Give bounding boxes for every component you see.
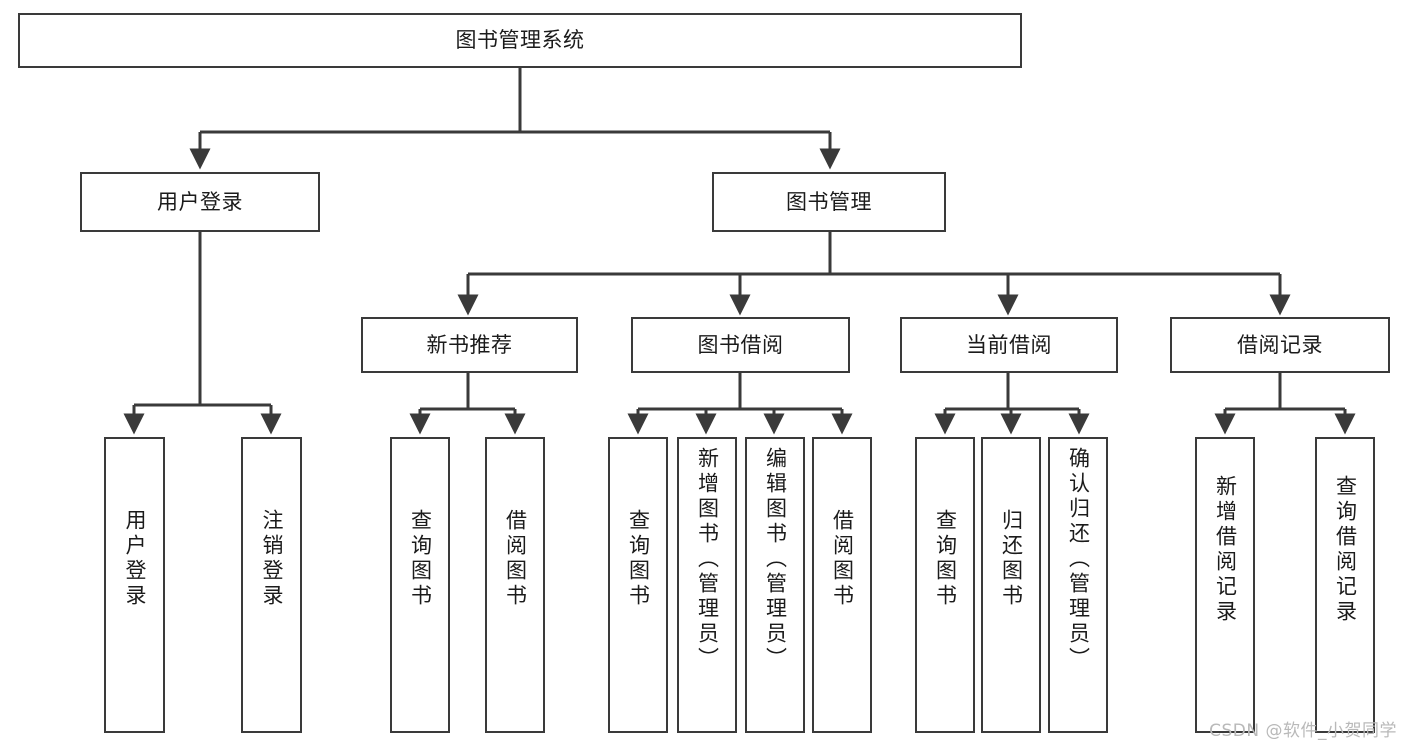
node-user-login[interactable]: 用户登录 — [80, 172, 320, 232]
node-leaf-query-book-1[interactable]: 查询图书 — [390, 437, 450, 733]
node-leaf-query-book-3[interactable]: 查询图书 — [915, 437, 975, 733]
node-leaf-user-login-label: 用户登录 — [123, 509, 147, 609]
node-leaf-query-record[interactable]: 查询借阅记录 — [1315, 437, 1375, 733]
node-leaf-return-book-label: 归还图书 — [999, 509, 1024, 609]
node-leaf-logout-login[interactable]: 注销登录 — [241, 437, 302, 733]
node-leaf-logout-login-label: 注销登录 — [260, 509, 284, 609]
node-leaf-borrow-book-2-label: 借阅图书 — [830, 509, 855, 609]
node-borrow-record-label: 借阅记录 — [1237, 332, 1323, 357]
node-new-book-recommend[interactable]: 新书推荐 — [361, 317, 578, 373]
node-book-manage-label: 图书管理 — [786, 189, 872, 214]
node-leaf-add-book-label: 新增图书（管理员） — [695, 447, 720, 672]
node-leaf-user-login[interactable]: 用户登录 — [104, 437, 165, 733]
node-book-borrow-label: 图书借阅 — [697, 332, 784, 357]
node-current-borrow-label: 当前借阅 — [966, 332, 1052, 357]
node-leaf-borrow-book-1-label: 借阅图书 — [503, 509, 528, 609]
node-leaf-edit-book-label: 编辑图书（管理员） — [763, 447, 788, 672]
node-leaf-confirm-return-label: 确认归还（管理员） — [1066, 447, 1091, 672]
node-leaf-add-record[interactable]: 新增借阅记录 — [1195, 437, 1255, 733]
node-leaf-borrow-book-2[interactable]: 借阅图书 — [812, 437, 872, 733]
node-leaf-add-record-label: 新增借阅记录 — [1213, 475, 1238, 625]
node-book-manage[interactable]: 图书管理 — [712, 172, 946, 232]
node-leaf-confirm-return[interactable]: 确认归还（管理员） — [1048, 437, 1108, 733]
node-leaf-edit-book[interactable]: 编辑图书（管理员） — [745, 437, 805, 733]
node-leaf-borrow-book-1[interactable]: 借阅图书 — [485, 437, 545, 733]
node-root[interactable]: 图书管理系统 — [18, 13, 1022, 68]
node-new-book-recommend-label: 新书推荐 — [426, 332, 513, 357]
node-leaf-query-book-2[interactable]: 查询图书 — [608, 437, 668, 733]
node-user-login-label: 用户登录 — [157, 189, 243, 214]
node-root-label: 图书管理系统 — [455, 28, 585, 53]
node-book-borrow[interactable]: 图书借阅 — [631, 317, 850, 373]
node-leaf-query-book-2-label: 查询图书 — [626, 509, 651, 609]
node-leaf-query-book-1-label: 查询图书 — [408, 509, 433, 609]
node-current-borrow[interactable]: 当前借阅 — [900, 317, 1118, 373]
node-leaf-add-book[interactable]: 新增图书（管理员） — [677, 437, 737, 733]
node-leaf-query-record-label: 查询借阅记录 — [1333, 475, 1358, 625]
node-borrow-record[interactable]: 借阅记录 — [1170, 317, 1390, 373]
node-leaf-query-book-3-label: 查询图书 — [933, 509, 958, 609]
node-leaf-return-book[interactable]: 归还图书 — [981, 437, 1041, 733]
